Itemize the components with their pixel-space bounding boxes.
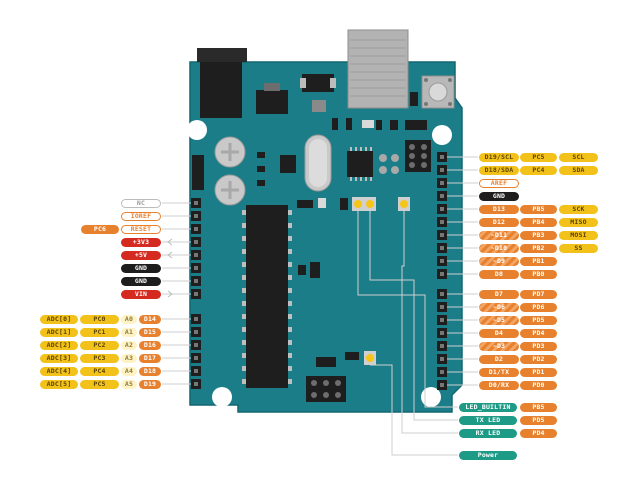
mounting-hole [421,387,441,407]
adc-label-0: ADC[0] [40,314,78,324]
pin-label-d7: D7 [479,289,519,299]
pin-label-d12: D12 [479,217,519,227]
digital-label-d18: D18 [139,366,161,376]
digital-label-d14: D14 [139,314,161,324]
port-label-d19: PC5 [520,152,557,162]
atmega328p-chip [246,205,288,388]
voltage-regulator [256,90,288,114]
led-label-led-builtin: LED_BUILTIN [459,402,517,412]
pin-label-d2: D2 [479,354,519,364]
led-port-led-builtin: PB5 [520,402,557,412]
pin-label-gnd: GND [479,191,519,201]
pin-label-d9: ~D9 [479,256,519,266]
port-label-d4: PD4 [520,328,557,338]
pin-label-d1: D1/TX [479,367,519,377]
led-label-rx-led: RX LED [459,428,517,438]
port-label-d1: PD1 [520,367,557,377]
port-label-pc2: PC2 [80,340,119,350]
analog-label-a5: A5 [121,379,137,389]
port-label-pc1: PC1 [80,327,119,337]
mounting-hole [212,387,232,407]
port-label-d12: PB4 [520,217,557,227]
func-label-d11: MOSI [559,230,598,240]
analog-label-a0: A0 [121,314,137,324]
icsp-header-bottom [306,376,346,402]
led-label-power: Power [459,450,517,460]
pin-label-d0: D0/RX [479,380,519,390]
pin-label-nc: NC [121,198,161,208]
analog-label-a3: A3 [121,353,137,363]
pin-label-d8: D8 [479,269,519,279]
pin-label-3v3: +3V3 [121,237,161,247]
adc-label-5: ADC[5] [40,379,78,389]
port-label-d9: PB1 [520,256,557,266]
digital-label-d17: D17 [139,353,161,363]
pin-label-d19: D19/SCL [479,152,519,162]
pin-label-d5: ~D5 [479,315,519,325]
digital-label-d16: D16 [139,340,161,350]
adc-label-2: ADC[2] [40,340,78,350]
func-label-d13: SCK [559,204,598,214]
port-label-pc0: PC0 [80,314,119,324]
port-label-pc4: PC4 [80,366,119,376]
led-label-tx-led: TX LED [459,415,517,425]
power-direction-chevron [167,290,173,298]
port-label-pc3: PC3 [80,353,119,363]
power-direction-chevron [167,238,173,246]
analog-label-a2: A2 [121,340,137,350]
led-port-rx-led: PD4 [520,428,557,438]
digital-label-d19: D19 [139,379,161,389]
adc-label-3: ADC[3] [40,353,78,363]
power-direction-chevron [167,251,173,259]
pin-label-ioref: IOREF [121,211,161,221]
led-port-tx-led: PD5 [520,415,557,425]
pin-label-d11: ~D11 [479,230,519,240]
analog-label-a1: A1 [121,327,137,337]
port-label-d11: PB3 [520,230,557,240]
port-label-d2: PD2 [520,354,557,364]
adc-label-1: ADC[1] [40,327,78,337]
adc-label-4: ADC[4] [40,366,78,376]
dc-power-jack [200,52,242,118]
pin-label-d4: D4 [479,328,519,338]
func-label-d19: SCL [559,152,598,162]
pin-label-gnd1: GND [121,263,161,273]
mounting-hole [187,120,207,140]
pin-label-aref: AREF [479,178,519,188]
icsp-header-top [405,140,431,172]
port-label-d10: PB2 [520,243,557,253]
func-label-d10: SS [559,243,598,253]
pin-label-5v: +5V [121,250,161,260]
port-label-d6: PD6 [520,302,557,312]
pin-label-d6: ~D6 [479,302,519,312]
pin-label-d13: D13 [479,204,519,214]
port-label-d0: PD0 [520,380,557,390]
port-label-d5: PD5 [520,315,557,325]
pin-label-d18: D18/SDA [479,165,519,175]
port-label-d3: PD3 [520,341,557,351]
mounting-hole [432,125,452,145]
pin-label-reset: RESET [121,224,161,234]
port-label-d13: PB5 [520,204,557,214]
func-label-d18: SDA [559,165,598,175]
pin-label-vin: VIN [121,289,161,299]
usb-controller-chip [347,151,373,177]
func-label-d12: MISO [559,217,598,227]
pin-label-d3: ~D3 [479,341,519,351]
port-label-d8: PB0 [520,269,557,279]
port-label-d18: PC4 [520,165,557,175]
analog-label-a4: A4 [121,366,137,376]
port-label-reset: PC6 [81,224,119,234]
digital-label-d15: D15 [139,327,161,337]
usb-connector [347,29,409,109]
port-label-pc5: PC5 [80,379,119,389]
port-label-d7: PD7 [520,289,557,299]
pin-label-d10: ~D10 [479,243,519,253]
pin-label-gnd2: GND [121,276,161,286]
